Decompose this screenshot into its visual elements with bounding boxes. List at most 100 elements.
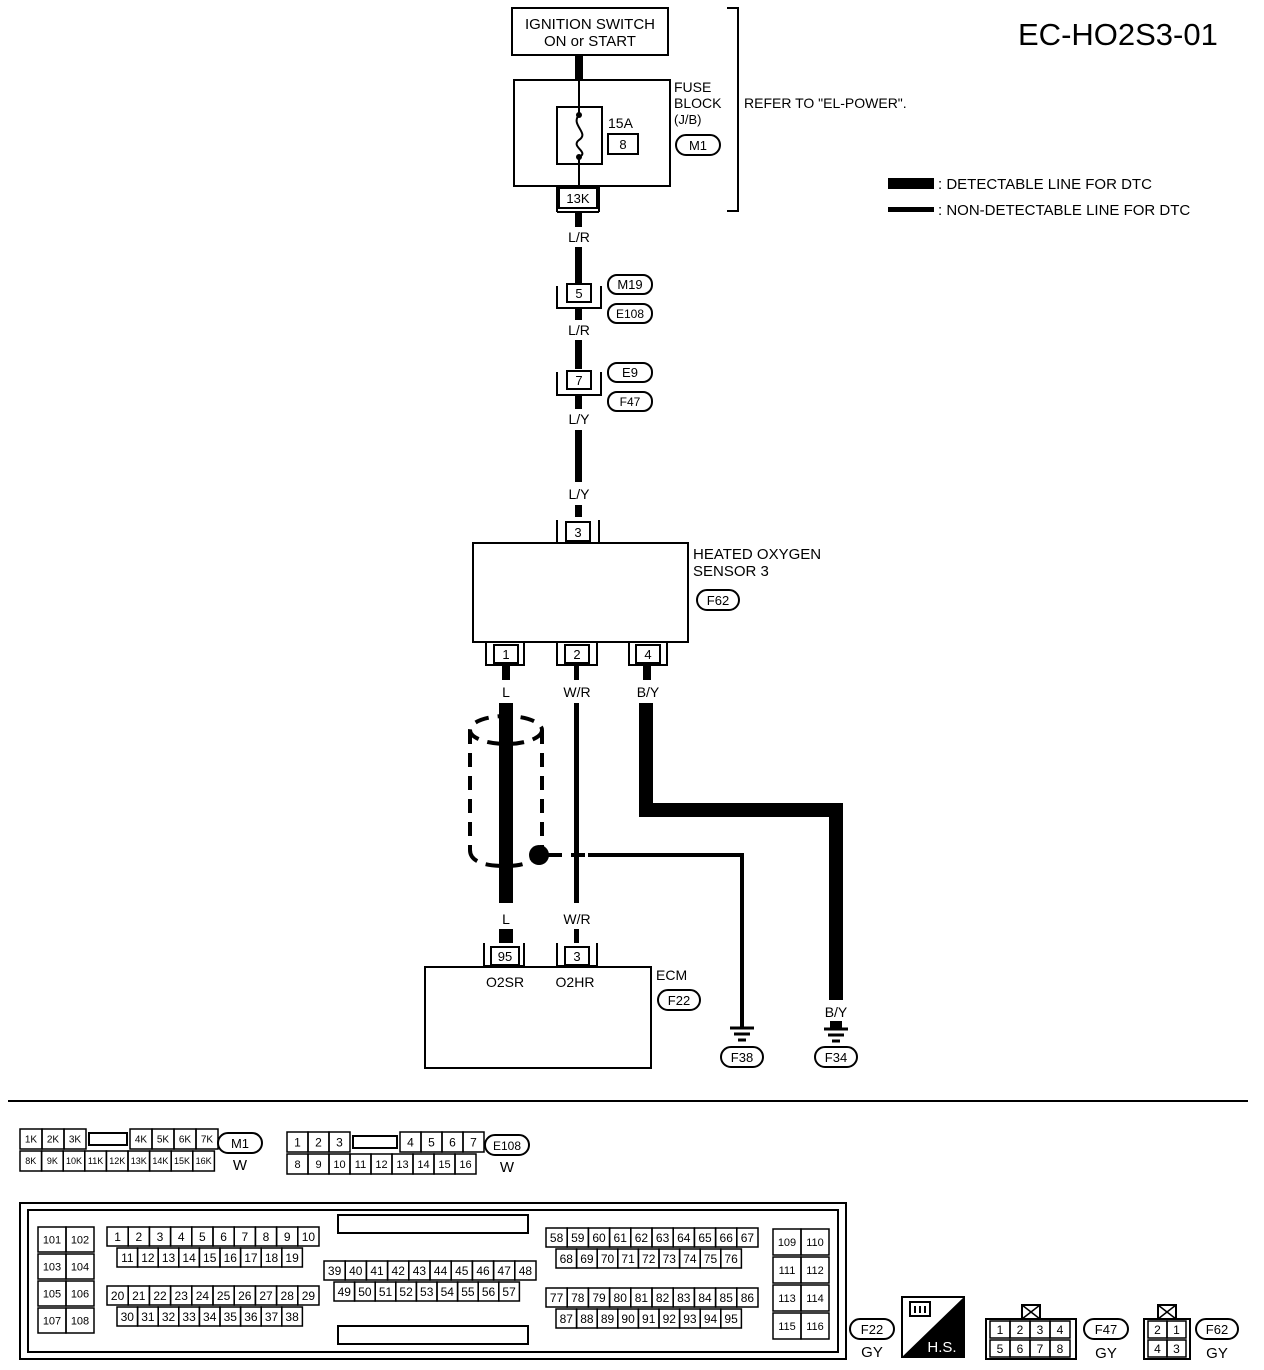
- terminal-cell: [736, 1227, 759, 1248]
- terminal-number: 12: [375, 1159, 387, 1171]
- terminal-number: 14K: [152, 1156, 168, 1166]
- junction1-conn-a: M19: [617, 277, 642, 292]
- terminal-number: 45: [455, 1264, 469, 1278]
- terminal-number: 64: [677, 1231, 691, 1245]
- wire-label-l-top: L: [502, 684, 510, 700]
- terminal-cell: [800, 1312, 830, 1340]
- terminal-number: 29: [302, 1289, 316, 1303]
- terminal-number: 79: [592, 1291, 606, 1305]
- junction2-conn-a: E9: [622, 365, 638, 380]
- terminal-number: 82: [656, 1291, 670, 1305]
- legend-non-detectable: : NON-DETECTABLE LINE FOR DTC: [938, 202, 1190, 219]
- junction-e9-f47: 7 E9 F47: [556, 362, 653, 412]
- terminal-number: 9: [315, 1159, 321, 1171]
- f47-badge: [1083, 1318, 1129, 1340]
- terminal-number: 1: [294, 1135, 301, 1149]
- wire-l-stub-bot: [499, 929, 513, 943]
- terminal-number: 113: [778, 1293, 796, 1305]
- terminal-number: 71: [621, 1252, 635, 1266]
- terminal-number: 73: [663, 1252, 677, 1266]
- terminal-number: 5K: [157, 1135, 170, 1146]
- terminal-cell: [281, 1247, 304, 1268]
- f22-badge: [849, 1318, 895, 1340]
- terminal-cell: [65, 1307, 95, 1334]
- terminal-number: 67: [741, 1231, 755, 1245]
- m1-id: M1: [231, 1136, 249, 1151]
- wire-ly-a: [575, 395, 582, 409]
- terminal-number: 92: [663, 1312, 677, 1326]
- ecm: 95 3 O2SR O2HR ECM F22: [424, 943, 701, 1069]
- terminal-number: 51: [379, 1285, 393, 1299]
- sensor-name-2: SENSOR 3: [693, 563, 769, 580]
- terminal-number: 106: [71, 1288, 89, 1300]
- terminal-number: 35: [224, 1310, 238, 1324]
- terminal-cell: [800, 1284, 830, 1312]
- terminal-number: 26: [238, 1289, 252, 1303]
- terminal-cell: [192, 1150, 216, 1172]
- terminal-number: 44: [434, 1264, 448, 1278]
- legend: : DETECTABLE LINE FOR DTC : NON-DETECTAB…: [888, 176, 1190, 219]
- sensor-terminal-1: 1: [502, 647, 509, 662]
- terminal-number: 53: [420, 1285, 434, 1299]
- connector-key: [352, 1135, 398, 1149]
- connector-key: [88, 1132, 128, 1146]
- terminal-number: 54: [441, 1285, 455, 1299]
- ground-f38: F38: [720, 1026, 764, 1068]
- terminal-number: 46: [476, 1264, 490, 1278]
- wire-label-ly1: L/Y: [568, 411, 590, 427]
- terminal-number: 78: [571, 1291, 585, 1305]
- terminal-number: 60: [592, 1231, 606, 1245]
- terminal-number: 1K: [25, 1135, 38, 1146]
- terminal-cell: [297, 1226, 320, 1247]
- ecm-o2hr: O2HR: [556, 974, 595, 990]
- wire-l-main: [499, 703, 513, 903]
- terminal-number: 13K: [131, 1156, 147, 1166]
- terminal-number: 111: [779, 1265, 796, 1277]
- terminal-number: 66: [720, 1231, 734, 1245]
- terminal-number: 2: [315, 1135, 322, 1149]
- terminal-cell: [63, 1128, 87, 1150]
- terminal-number: 19: [285, 1251, 299, 1265]
- fuse-label-2: BLOCK: [674, 95, 722, 111]
- e108-color: W: [500, 1159, 515, 1176]
- terminal-number: 81: [635, 1291, 649, 1305]
- terminal-number: 27: [259, 1289, 273, 1303]
- terminal-number: 109: [778, 1237, 796, 1249]
- m1-badge: [217, 1132, 263, 1154]
- terminal-number: 36: [244, 1310, 258, 1324]
- junction1-conn-b: E108: [616, 307, 644, 321]
- terminal-cell: [65, 1253, 95, 1280]
- f22-id: F22: [861, 1322, 883, 1337]
- shield-drain-node: [529, 845, 549, 865]
- terminal-number: 115: [778, 1321, 796, 1333]
- f62-id: F62: [1206, 1322, 1228, 1337]
- terminal-number: 7: [1037, 1342, 1044, 1356]
- terminal-number: 70: [601, 1252, 615, 1266]
- terminal-number: 10: [333, 1159, 345, 1171]
- ignition-line1: IGNITION SWITCH: [525, 16, 655, 33]
- hs-connector-icon: [909, 1301, 931, 1317]
- terminal-number: 12: [141, 1251, 155, 1265]
- terminal-number: 7: [470, 1135, 477, 1149]
- terminal-number: 4: [1154, 1342, 1161, 1356]
- terminal-number: 94: [704, 1312, 718, 1326]
- terminal-number: 11K: [88, 1156, 103, 1166]
- sensor-name-1: HEATED OXYGEN: [693, 546, 821, 563]
- hs-symbol: H.S.: [901, 1296, 965, 1358]
- terminal-number: 95: [724, 1312, 738, 1326]
- f47-id: F47: [1095, 1322, 1117, 1337]
- terminal-number: 2: [1017, 1323, 1024, 1337]
- terminal-number: 9K: [47, 1156, 58, 1166]
- terminal-number: 38: [285, 1310, 299, 1324]
- terminal-number: 62: [635, 1231, 649, 1245]
- terminal-number: 1: [997, 1323, 1004, 1337]
- ignition-line2: ON or START: [544, 33, 636, 50]
- terminal-number: 50: [358, 1285, 372, 1299]
- terminal-number: 15: [203, 1251, 217, 1265]
- fuse-label-1: FUSE: [674, 79, 711, 95]
- terminal-number: 14: [417, 1159, 429, 1171]
- terminal-number: 57: [502, 1285, 516, 1299]
- terminal-number: 4: [1057, 1323, 1064, 1337]
